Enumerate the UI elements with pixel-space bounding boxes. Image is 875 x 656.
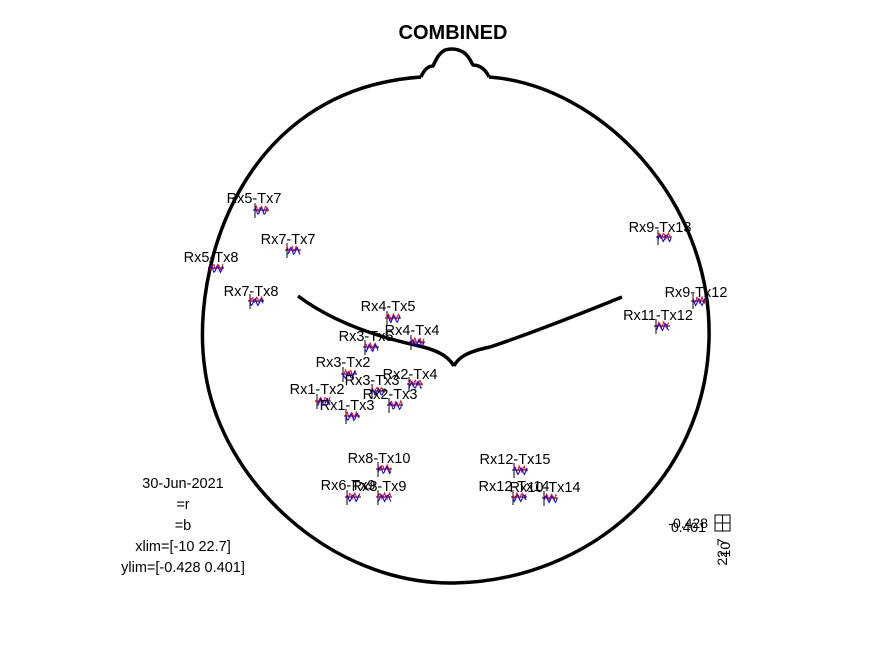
channel-label: Rx5-Tx7	[227, 191, 282, 207]
channel-label: Rx9-Tx13	[629, 220, 692, 236]
trace-b	[512, 494, 527, 503]
channel-label: Rx12-Tx14	[479, 479, 550, 495]
trace-b	[377, 465, 392, 475]
channel-rx8-tx9: Rx8-Tx9	[352, 479, 407, 505]
channel-label: Rx2-Tx4	[383, 367, 438, 383]
channel-label: Rx2-Tx3	[363, 387, 418, 403]
trace-r	[345, 410, 360, 419]
trace-b	[371, 387, 386, 396]
info-xlim: xlim=[-10 22.7]	[135, 539, 231, 555]
trace-b	[209, 264, 224, 274]
info-ylim: ylim=[-0.428 0.401]	[121, 560, 245, 576]
scale-box-icon	[714, 514, 731, 532]
channel-rx5-tx8: Rx5-Tx8	[184, 250, 239, 276]
trace-r	[316, 396, 331, 405]
trace-b	[655, 323, 670, 332]
channel-rx12-tx14: Rx12-Tx14	[479, 479, 550, 505]
trace-b	[364, 343, 379, 353]
nose	[419, 47, 491, 78]
channel-label: Rx11-Tx12	[623, 308, 693, 324]
channel-label: Rx1-Tx3	[320, 398, 375, 414]
scale-y-max-label: 0.401	[671, 519, 706, 535]
channel-label: Rx8-Tx9	[352, 479, 407, 495]
trace-b	[388, 401, 403, 411]
channel-label: Rx12-Tx15	[480, 452, 551, 468]
channel-rx8-tx10: Rx8-Tx10	[348, 451, 411, 477]
left-ear-line	[296, 294, 456, 367]
channel-label: Rx4-Tx4	[385, 323, 440, 339]
trace-b	[254, 206, 269, 216]
channel-label: Rx9-Tx12	[665, 285, 728, 301]
trace-r	[657, 231, 672, 241]
scale-y-min-label: -0.428	[668, 515, 708, 531]
scale-axes: -0.428 0.401 -10 22.7	[668, 514, 733, 566]
mini-axes	[407, 377, 423, 392]
trace-r	[543, 492, 558, 502]
channel-label: Rx3-Tx2	[316, 355, 371, 371]
channel-rx1-tx2: Rx1-Tx2	[290, 382, 345, 409]
trace-b	[410, 338, 425, 348]
channel-rx4-tx4: Rx4-Tx4	[385, 323, 440, 350]
trace-b	[286, 246, 301, 256]
channel-rx7-tx7: Rx7-Tx7	[261, 232, 316, 258]
channel-label: Rx1-Tx2	[290, 382, 345, 398]
channel-label: Rx3-Tx5	[339, 329, 394, 345]
trace-b	[543, 495, 558, 504]
trace-b	[345, 412, 360, 422]
trace-b	[377, 494, 392, 503]
info-block: 30-Jun-2021 =r =b xlim=[-10 22.7] ylim=[…	[121, 476, 245, 576]
head-outline	[200, 47, 711, 585]
channel-rx7-tx8: Rx7-Tx8	[224, 284, 279, 309]
trace-b	[387, 315, 401, 324]
channel-rx10-tx14: Rx10-Tx14	[510, 480, 581, 506]
channel-rx1-tx3: Rx1-Tx3	[320, 398, 375, 424]
trace-b	[249, 298, 264, 307]
info-legend-r: =r	[176, 497, 189, 513]
channel-rx6-tx9: Rx6-Tx9	[321, 478, 376, 505]
channel-label: Rx6-Tx9	[321, 478, 376, 494]
channel-rx9-tx12: Rx9-Tx12	[665, 285, 728, 309]
channel-label: Rx7-Tx7	[261, 232, 316, 248]
figure-title: COMBINED	[399, 22, 508, 44]
channel-label: Rx10-Tx14	[510, 480, 581, 496]
info-date: 30-Jun-2021	[142, 476, 223, 492]
channel-label: Rx5-Tx8	[184, 250, 239, 266]
trace-b	[342, 370, 357, 380]
right-ear-line	[452, 295, 623, 367]
scale-x-min-label: -10	[717, 542, 733, 562]
channel-label: Rx8-Tx10	[348, 451, 411, 467]
trace-b	[346, 494, 360, 503]
trace-b	[657, 234, 672, 243]
channel-rx2-tx4: Rx2-Tx4	[383, 367, 438, 392]
head-circle	[200, 75, 711, 585]
channel-label: Rx4-Tx5	[361, 299, 416, 315]
trace-b	[692, 298, 707, 307]
channel-rx11-tx12: Rx11-Tx12	[623, 308, 693, 334]
trace-b	[513, 467, 528, 476]
info-legend-b: =b	[175, 518, 192, 534]
trace-r	[377, 491, 392, 501]
channel-label: Rx3-Tx3	[345, 373, 400, 389]
scale-x-max-label: 22.7	[714, 538, 730, 565]
trace-b	[408, 380, 423, 389]
trace-r	[388, 399, 403, 408]
channel-rx5-tx7: Rx5-Tx7	[227, 191, 282, 218]
trace-r	[386, 312, 401, 322]
channel-rx3-tx5: Rx3-Tx5	[339, 329, 394, 355]
trace-r	[254, 204, 269, 213]
channel-label: Rx7-Tx8	[224, 284, 279, 300]
channel-rx4-tx5: Rx4-Tx5	[361, 299, 416, 326]
channel-rx9-tx13: Rx9-Tx13	[629, 220, 692, 245]
channel-rx2-tx3: Rx2-Tx3	[363, 387, 418, 413]
channel-rx12-tx15: Rx12-Tx15	[480, 452, 551, 478]
channel-rx3-tx2: Rx3-Tx2	[316, 355, 371, 382]
trace-b	[316, 397, 331, 406]
channel-rx3-tx3: Rx3-Tx3	[345, 373, 400, 399]
